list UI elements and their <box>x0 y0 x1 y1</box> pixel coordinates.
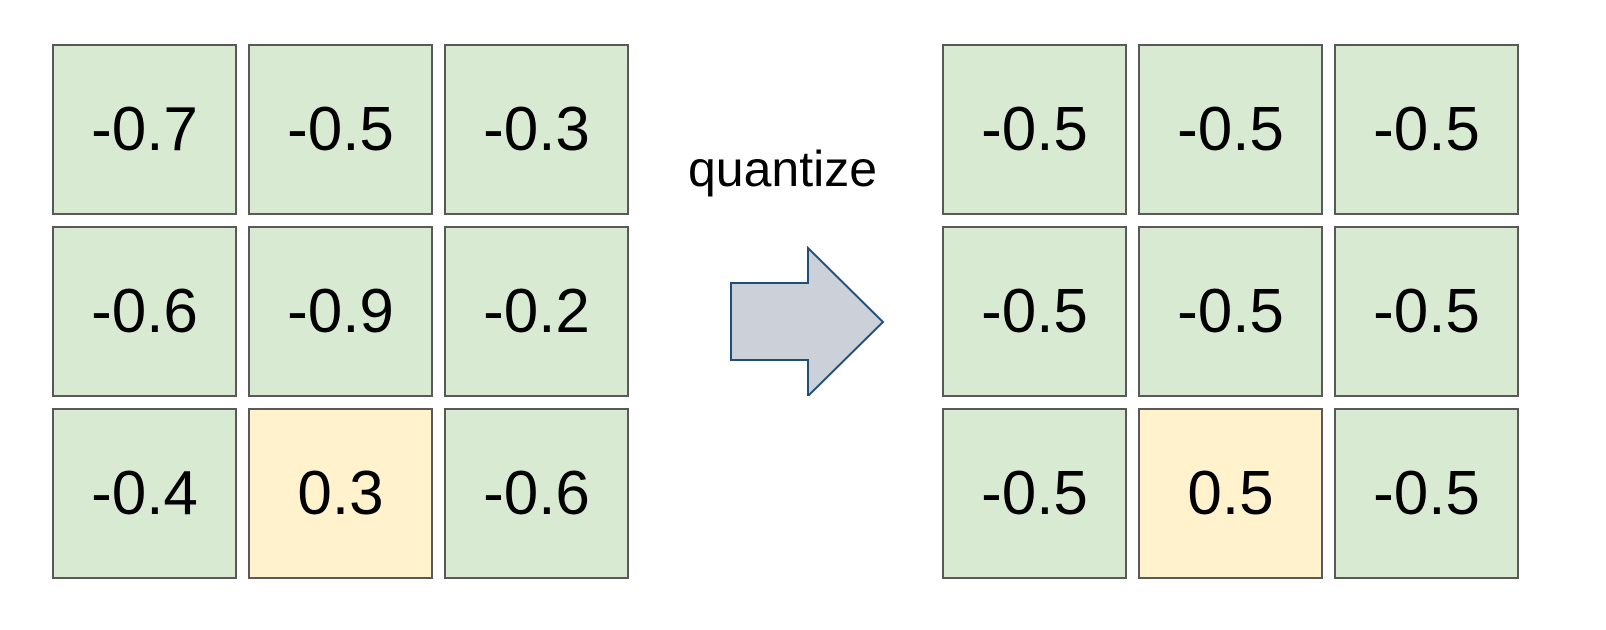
output-cell: -0.5 <box>942 408 1127 579</box>
operation-label: quantize <box>688 141 878 197</box>
output-cell: -0.5 <box>942 44 1127 215</box>
output-cell: -0.5 <box>1138 44 1323 215</box>
input-cell: -0.6 <box>52 226 237 397</box>
input-grid: -0.7 -0.5 -0.3 -0.6 -0.9 -0.2 -0.4 0.3 -… <box>52 44 629 579</box>
input-cell-highlighted: 0.3 <box>248 408 433 579</box>
output-cell-highlighted: 0.5 <box>1138 408 1323 579</box>
right-arrow-icon <box>726 245 886 401</box>
output-cell: -0.5 <box>1138 226 1323 397</box>
input-cell: -0.9 <box>248 226 433 397</box>
output-cell: -0.5 <box>942 226 1127 397</box>
input-cell: -0.4 <box>52 408 237 579</box>
output-cell: -0.5 <box>1334 226 1519 397</box>
output-grid: -0.5 -0.5 -0.5 -0.5 -0.5 -0.5 -0.5 0.5 -… <box>942 44 1519 579</box>
input-cell: -0.2 <box>444 226 629 397</box>
output-cell: -0.5 <box>1334 44 1519 215</box>
output-cell: -0.5 <box>1334 408 1519 579</box>
input-cell: -0.3 <box>444 44 629 215</box>
input-cell: -0.6 <box>444 408 629 579</box>
input-cell: -0.7 <box>52 44 237 215</box>
arrow-shape <box>730 245 885 399</box>
input-cell: -0.5 <box>248 44 433 215</box>
